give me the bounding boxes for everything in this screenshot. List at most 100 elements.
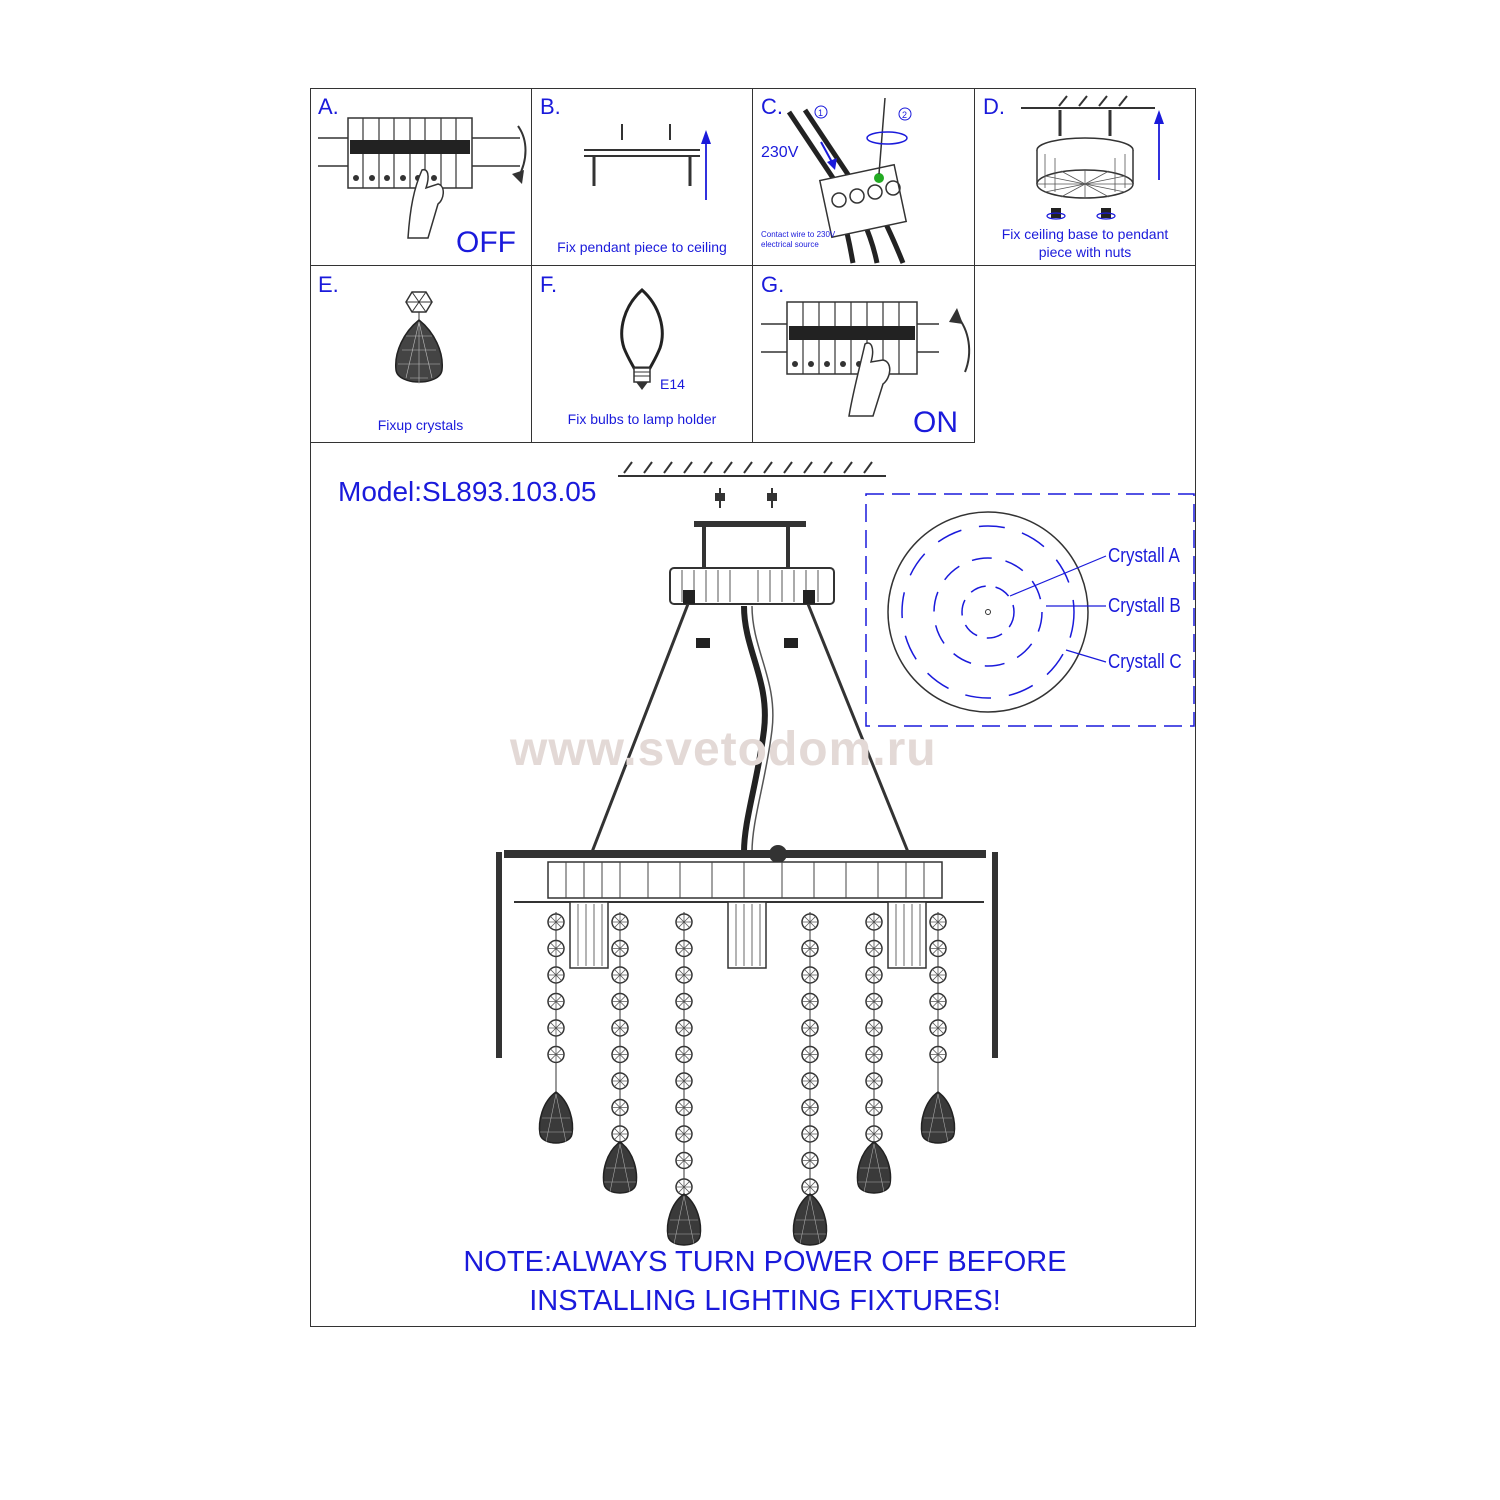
suspension-cable-left — [590, 603, 690, 853]
crystal-bead-facets — [866, 940, 882, 957]
crystal-bead-facets — [676, 1046, 692, 1063]
step-letter: A. — [318, 94, 339, 119]
step-g-panel: G. ON — [753, 266, 975, 443]
crystal-bead-facets — [548, 1046, 564, 1063]
step-e-panel: E. Fixup crystals — [310, 266, 532, 443]
ceiling-base-icon — [1021, 95, 1164, 220]
crystal-bead-facets — [612, 940, 628, 957]
mounting-plate — [694, 521, 806, 527]
crystal-bead-facets — [802, 967, 818, 983]
instruction-sheet — [310, 88, 1196, 1327]
crystal-bead-facets — [866, 967, 882, 983]
breaker-switch-off-icon — [318, 117, 527, 239]
crystal-bead-facets — [548, 993, 564, 1010]
step-c-caption-2: electrical source — [761, 240, 819, 249]
step-b-panel: B. Fix pendant piece to ceiling — [532, 88, 753, 266]
crystal-bead-facets — [612, 967, 628, 983]
leader-crystal-a — [1009, 555, 1107, 597]
crystal-ring-b — [933, 557, 1043, 667]
crystal-drop-facets — [858, 1143, 890, 1193]
wiring-connector-icon: 1 2 — [786, 97, 912, 264]
crystal-bead-facets — [802, 940, 818, 957]
crystal-drop-facets — [922, 1093, 954, 1143]
step-letter: C. — [761, 94, 783, 119]
crystal-bead-facets — [676, 914, 692, 930]
crystal-bead-facets — [930, 1020, 946, 1036]
crystal-bead-facets — [548, 914, 564, 930]
crystal-bead-facets — [612, 1099, 628, 1116]
suspension-cable-right — [806, 603, 910, 853]
crystal-bead-facets — [866, 1073, 882, 1089]
on-label: ON — [913, 406, 958, 439]
crystal-bead-facets — [802, 993, 818, 1010]
leader-crystal-c — [1065, 649, 1107, 663]
power-cord — [741, 605, 768, 853]
watermark: www.svetodom.ru — [510, 723, 937, 776]
crystal-bead-facets — [866, 993, 882, 1010]
crystal-bead-facets — [612, 1046, 628, 1063]
crystal-bead-facets — [676, 1152, 692, 1169]
crystal-bead-facets — [930, 1046, 946, 1063]
step-letter: G. — [761, 272, 785, 297]
crystal-bead-facets — [866, 1046, 882, 1063]
model-label: Model:SL893.103.05 — [338, 476, 597, 507]
crystal-pendant-drop — [666, 1193, 702, 1246]
crystal-bead-facets — [676, 993, 692, 1010]
frame-left-post — [496, 852, 502, 1058]
crystal-c-label: Crystall C — [1108, 651, 1182, 673]
crystal-bead-facets — [930, 914, 946, 930]
crystal-bead-facets — [548, 1020, 564, 1036]
crystal-bead-facets — [802, 1073, 818, 1089]
crystal-drop-facets — [540, 1093, 572, 1143]
lamp-holders — [569, 901, 927, 969]
crystal-a-label: Crystall A — [1108, 545, 1180, 567]
crystal-bead-facets — [930, 993, 946, 1010]
crystal-layout-box — [865, 493, 1195, 727]
ceiling-canopy — [669, 567, 835, 605]
crystal-bead-facets — [802, 914, 818, 930]
pendant-plate-icon — [584, 124, 711, 200]
crystal-bead-facets — [676, 1179, 692, 1195]
crystal-drop-facets — [604, 1143, 636, 1193]
step-letter: E. — [318, 272, 339, 297]
step-a-panel: A. OFF — [310, 88, 532, 266]
crystal-bead-facets — [676, 1126, 692, 1142]
crystal-bead-facets — [676, 1099, 692, 1116]
crystal-ring-c — [901, 525, 1075, 699]
crystal-bead-facets — [548, 940, 564, 957]
frame-top-bar — [504, 850, 986, 858]
step-letter: B. — [540, 94, 561, 119]
ceiling-hatch — [623, 461, 873, 474]
crystal-bead-facets — [676, 1073, 692, 1089]
bulb-icon — [620, 287, 664, 390]
crystal-drop-facets — [794, 1195, 826, 1245]
breaker-switch-on-icon — [761, 301, 971, 417]
off-label: OFF — [456, 226, 516, 259]
crystal-bead-facets — [866, 914, 882, 930]
step-c-num-1: 1 — [818, 108, 823, 118]
step-f-caption: Fix bulbs to lamp holder — [567, 411, 717, 427]
crystal-bead-facets — [548, 967, 564, 983]
crystal-bead-facets — [612, 1020, 628, 1036]
crystal-bead-facets — [802, 1020, 818, 1036]
ceiling-screws — [715, 488, 777, 508]
step-e-caption: Fixup crystals — [377, 417, 464, 433]
crystal-drop-facets — [668, 1195, 700, 1245]
step-d-caption-2: piece with nuts — [1038, 244, 1132, 260]
crystal-bead-facets — [612, 914, 628, 930]
crystal-b-label: Crystall B — [1108, 595, 1181, 617]
crystal-bead-facets — [612, 1126, 628, 1142]
step-b-caption: Fix pendant piece to ceiling — [557, 239, 727, 255]
step-f-panel: F. E14 Fix bulbs to lamp holder — [532, 266, 753, 443]
crystal-pendant-drop — [538, 1091, 574, 1144]
crystal-bead-facets — [802, 1099, 818, 1116]
bulb-type-label: E14 — [660, 376, 685, 392]
crystal-pendant-drop — [602, 1141, 638, 1194]
step-letter: F. — [540, 272, 558, 297]
crystal-pendant-drop — [856, 1141, 892, 1194]
crystal-ring-a — [961, 585, 1015, 639]
crystal-layout-outer-circle — [887, 511, 1089, 713]
note-line-2: INSTALLING LIGHTING FIXTURES! — [529, 1285, 1001, 1317]
crystal-bead-facets — [866, 1126, 882, 1142]
